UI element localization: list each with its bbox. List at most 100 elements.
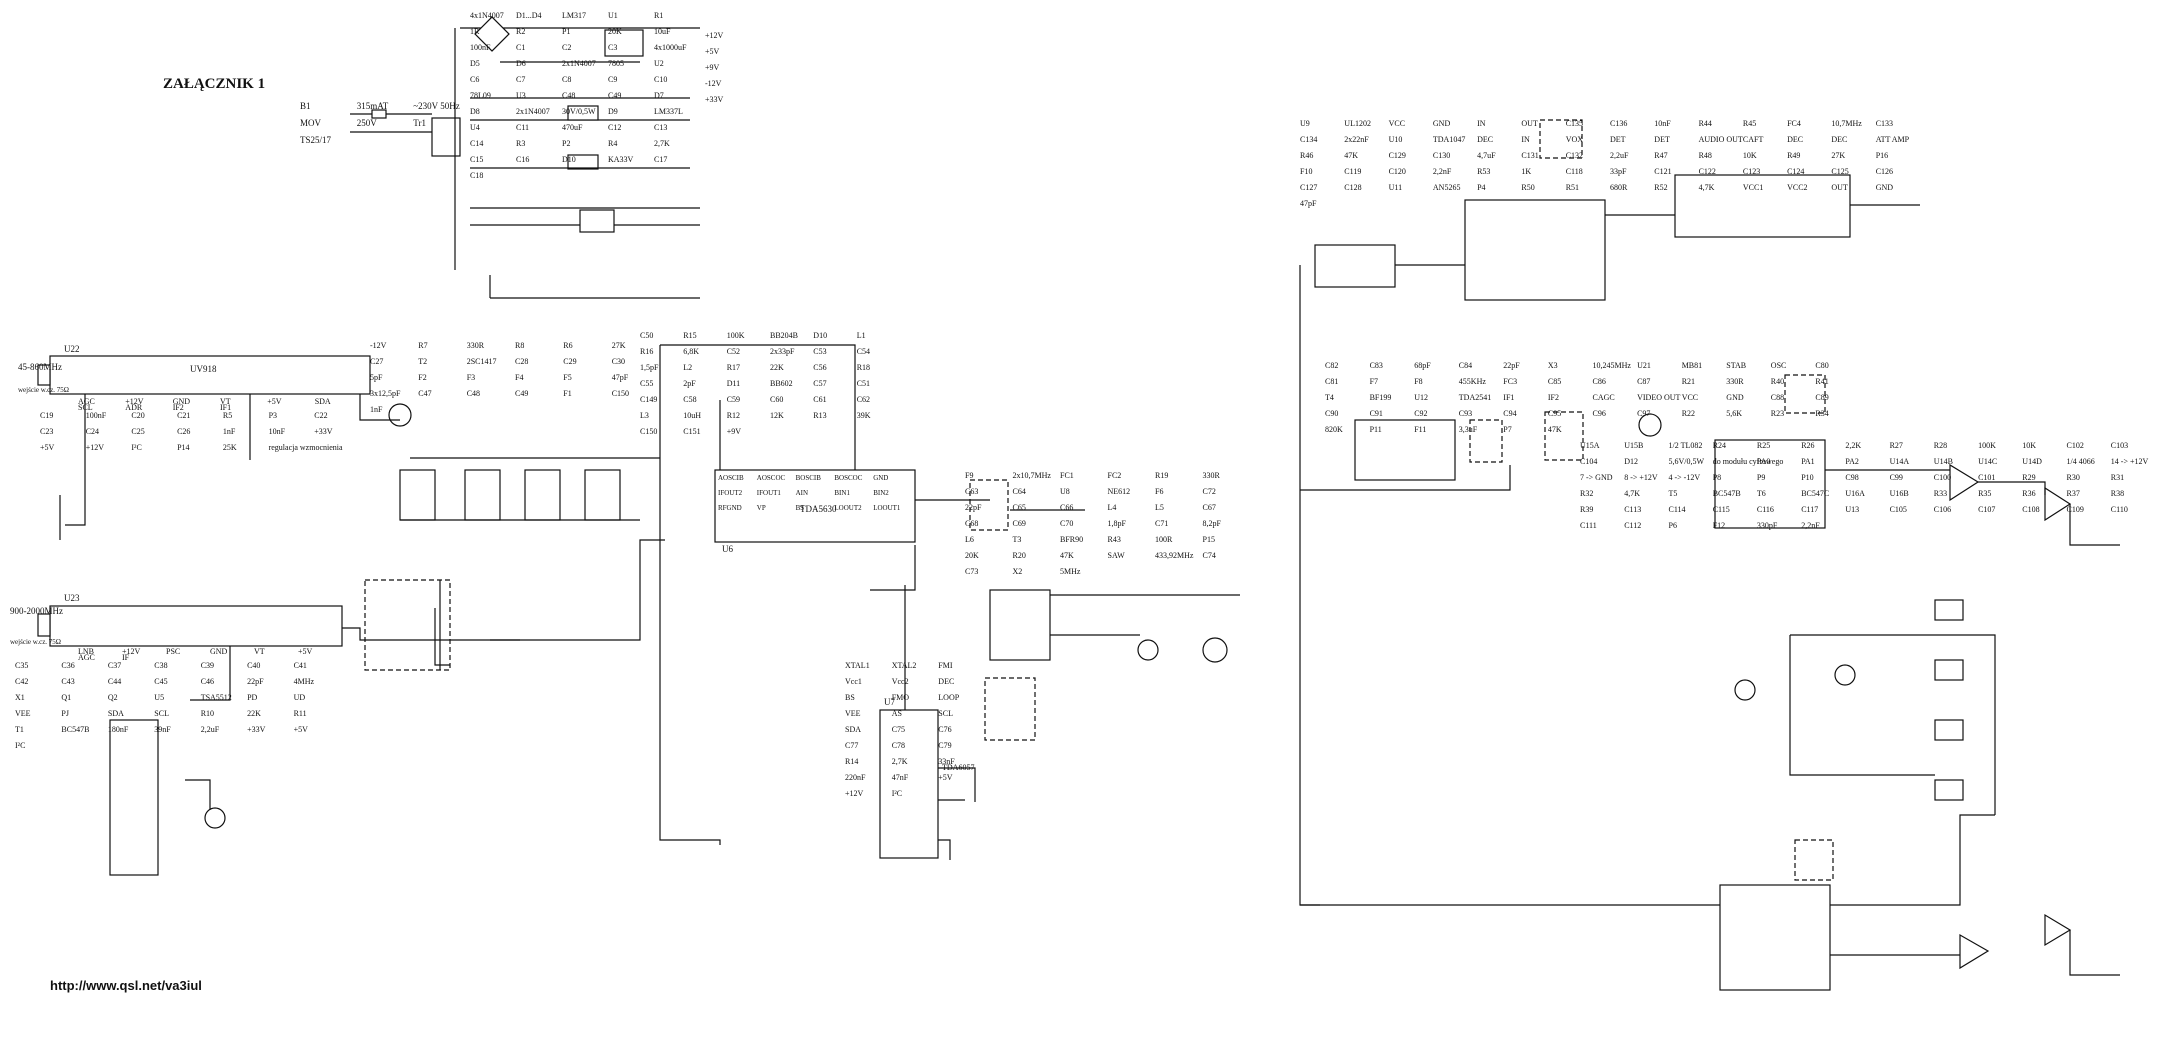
schematic-label: MOV xyxy=(300,118,322,128)
schematic-label: 1K xyxy=(1521,167,1531,176)
schematic-label: R17 xyxy=(727,363,740,372)
schematic-label: R51 xyxy=(1566,183,1579,192)
schematic-label: AS xyxy=(892,709,902,718)
schematic-label: R2 xyxy=(516,27,525,36)
schematic-label: C107 xyxy=(1978,505,1995,514)
schematic-label: 4,7K xyxy=(1699,183,1715,192)
schematic-label: P15 xyxy=(1203,535,1215,544)
schematic-label: R13 xyxy=(813,411,826,420)
schematic-label: C29 xyxy=(563,357,576,366)
schematic-label: KA33V xyxy=(608,155,634,164)
filter-f7-shield xyxy=(1469,419,1503,463)
schematic-label: C44 xyxy=(108,677,121,686)
schematic-label: U9 xyxy=(1300,119,1310,128)
schematic-label: C48 xyxy=(562,91,575,100)
schematic-label: C63 xyxy=(965,487,978,496)
schematic-label: U23 xyxy=(64,593,80,603)
schematic-label: T1 xyxy=(15,725,24,734)
schematic-label: D11 xyxy=(727,379,740,388)
schematic-label: C52 xyxy=(727,347,740,356)
filter-f9-shield xyxy=(969,479,1009,531)
schematic-label: Vcc2 xyxy=(892,677,909,686)
schematic-label: 78L09 xyxy=(470,91,491,100)
schematic-label: C127 xyxy=(1300,183,1317,192)
schematic-label: F10 xyxy=(1300,167,1312,176)
schematic-label: C15 xyxy=(470,155,483,164)
schematic-label: 220nF xyxy=(845,773,866,782)
schematic-label: F1 xyxy=(563,389,571,398)
schematic-label: OSC xyxy=(1771,361,1787,370)
schematic-label: FMO xyxy=(892,693,910,702)
schematic-label: XTAL1 xyxy=(845,661,870,670)
schematic-label: 180nF xyxy=(108,725,129,734)
schematic-label: R24 xyxy=(1713,441,1726,450)
schematic-label: P14 xyxy=(177,443,189,452)
tda6057-u7 xyxy=(879,709,939,859)
schematic-label: P2 xyxy=(562,139,570,148)
schematic-label: +5V xyxy=(40,443,55,452)
schematic-label: C112 xyxy=(1624,521,1641,530)
schematic-label: +5V xyxy=(267,397,282,406)
schematic-label: 39nF xyxy=(154,725,171,734)
schematic-label: GND xyxy=(210,647,228,656)
schematic-label: TDA5630 xyxy=(800,504,837,514)
schematic-label: C72 xyxy=(1203,487,1216,496)
regulator-7805-u2 xyxy=(567,105,599,121)
schematic-label: P7 xyxy=(1503,425,1511,434)
lm317-u1 xyxy=(604,29,644,57)
schematic-label: +12V xyxy=(86,443,105,452)
tda1047-u10 xyxy=(1464,199,1606,301)
schematic-label: VCC xyxy=(1682,393,1698,402)
schematic-label: C117 xyxy=(1801,505,1818,514)
schematic-label: T2 xyxy=(418,357,427,366)
schematic-label: FC1 xyxy=(1060,471,1074,480)
schematic-label: 20K xyxy=(608,27,622,36)
if-amplifier-block xyxy=(364,403,665,671)
schematic-label: STAB xyxy=(1726,361,1746,370)
schematic-label: C25 xyxy=(131,427,144,436)
schematic-label: ATT AMP xyxy=(1876,135,1910,144)
schematic-label: R50 xyxy=(1521,183,1534,192)
schematic-label: R53 xyxy=(1477,167,1490,176)
schematic-label: R43 xyxy=(1108,535,1121,544)
schematic-label: C11 xyxy=(516,123,529,132)
schematic-label: IFOUT1 xyxy=(757,489,782,497)
schematic-label: C58 xyxy=(683,395,696,404)
schematic-label: GND xyxy=(1433,119,1451,128)
page-title: ZAŁĄCZNIK 1 xyxy=(163,76,266,92)
ul1202-u9 xyxy=(1314,244,1396,288)
schematic-label: FC4 xyxy=(1787,119,1801,128)
schematic-label: C22 xyxy=(314,411,327,420)
schematic-label: 22pF xyxy=(965,503,982,512)
schematic-label: C94 xyxy=(1503,409,1516,418)
schematic-label: C61 xyxy=(813,395,826,404)
schematic-label: F6 xyxy=(1155,487,1163,496)
schematic-label: C125 xyxy=(1831,167,1848,176)
schematic-label: C130 xyxy=(1433,151,1450,160)
schematic-label: C85 xyxy=(1548,377,1561,386)
schematic-label: C30 xyxy=(612,357,625,366)
schematic-label: C91 xyxy=(1370,409,1383,418)
schematic-label: C14 xyxy=(470,139,483,148)
schematic-label: P3 xyxy=(269,411,277,420)
schematic-label: C118 xyxy=(1566,167,1583,176)
schematic-label: C21 xyxy=(177,411,190,420)
schematic-label: C128 xyxy=(1344,183,1361,192)
transistor-t1 xyxy=(204,807,226,829)
schematic-label: U6 xyxy=(722,544,733,554)
schematic-label: 8,2pF xyxy=(1203,519,1222,528)
power-supply-block xyxy=(350,16,700,299)
schematic-label: +9V xyxy=(705,63,720,72)
schematic-label: 5MHz xyxy=(1060,567,1081,576)
schematic-label: +5V xyxy=(705,47,720,56)
schematic-label: 10uF xyxy=(654,27,671,36)
schematic-label: F8 xyxy=(1414,377,1422,386)
schematic-label: Tr1 xyxy=(413,118,426,128)
schematic-label: 5,6K xyxy=(1726,409,1742,418)
filter-f12-shield xyxy=(1794,839,1834,881)
schematic-label: Q1 xyxy=(61,693,71,702)
fuse-b1 xyxy=(371,109,387,119)
schematic-label: IF1 xyxy=(220,403,231,412)
schematic-label: C93 xyxy=(1459,409,1472,418)
schematic-label: 47pF xyxy=(1300,199,1317,208)
